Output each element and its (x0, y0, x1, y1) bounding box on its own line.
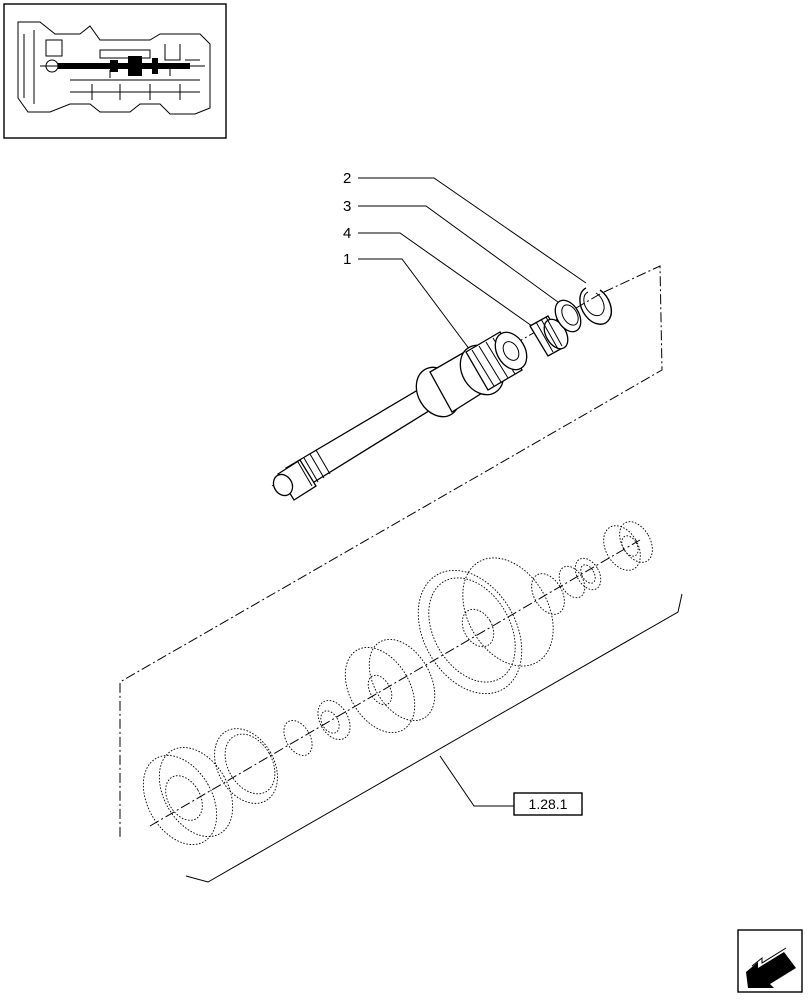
callout-2: 2 (343, 170, 351, 187)
reference-bracket (185, 593, 683, 883)
callout-3: 3 (343, 198, 351, 215)
washer-part-3 (554, 299, 582, 333)
shaft-part-1 (272, 331, 528, 501)
snap-ring-part-2 (579, 287, 613, 325)
assembly-boundary (119, 265, 663, 840)
callout-1: 1 (343, 251, 351, 268)
reference-label: 1.28.1 (529, 796, 568, 812)
reference-box[interactable]: 1.28.1 (513, 792, 583, 816)
next-page-arrow-icon[interactable] (737, 929, 803, 993)
leader-lines (358, 177, 587, 351)
locator-thumbnail (3, 3, 227, 139)
related-assembly-dotted (142, 521, 653, 845)
callout-4: 4 (343, 225, 351, 242)
